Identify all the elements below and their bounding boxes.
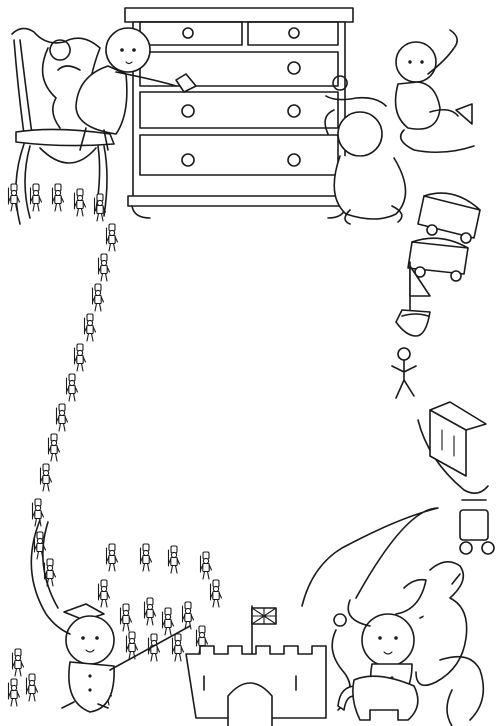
whip-icon	[301, 507, 439, 607]
doll-icon	[324, 75, 407, 225]
elephant-icon	[337, 675, 419, 721]
puppet-icon	[391, 347, 417, 399]
doll-icon	[30, 519, 191, 713]
toy-cart-icon	[459, 499, 495, 555]
noahs-ark-icon	[417, 401, 489, 494]
castle-icon	[185, 645, 327, 726]
doll-icon	[394, 29, 475, 154]
toy-train-icon	[407, 192, 481, 282]
union-flag-icon	[251, 605, 277, 655]
horse-icon	[415, 561, 485, 726]
doll-icon	[57, 27, 197, 151]
toy-boat-icon	[395, 261, 431, 337]
chest-of-drawers-icon	[124, 7, 354, 219]
